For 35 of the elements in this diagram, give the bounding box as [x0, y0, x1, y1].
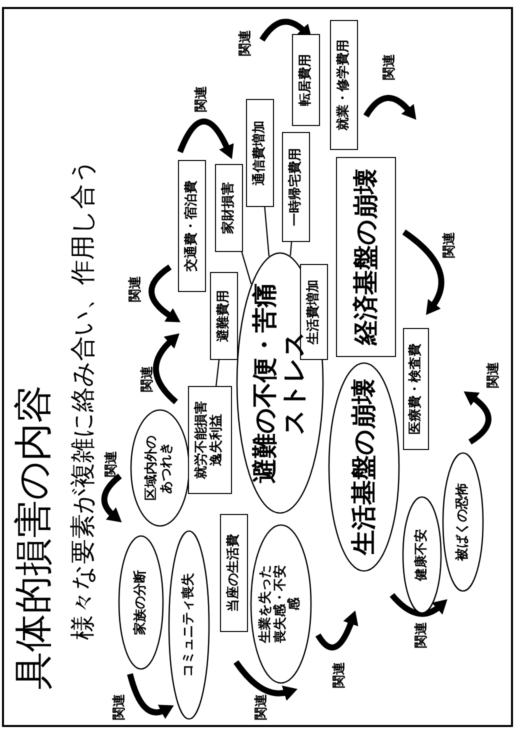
connector-line: [290, 242, 292, 256]
relation-label: 関連: [127, 276, 144, 302]
connector-line: [216, 360, 220, 386]
relation-label: 関連: [103, 451, 120, 477]
relation-label: 関連: [111, 694, 128, 720]
relation-label: 関連: [237, 30, 254, 56]
label-box: 通信費増加: [246, 99, 274, 207]
relation-label: 関連: [441, 232, 458, 258]
oval-bubble: 生業を失った喪失感・不安感: [250, 524, 312, 684]
relation-label: 関連: [485, 362, 502, 388]
title: 具体的損害の内容: [10, 385, 56, 690]
relation-label: 関連: [413, 622, 430, 648]
oval-bubble: 区域内外のあつれき: [130, 409, 190, 527]
label-box: 就業・修学費用: [330, 20, 358, 150]
label-box: 医療費・検査費: [403, 328, 429, 450]
connector-line: [264, 206, 270, 256]
oval-bubble: 被ばくの恐怖: [442, 452, 484, 592]
relation-label: 関連: [193, 86, 210, 112]
oval-bubble: 生活基盤の崩壊: [328, 362, 400, 572]
oval-bubble: コミュニティ喪失: [168, 530, 210, 720]
label-box: 転居費用: [292, 34, 320, 126]
oval-bubble: 健康不安: [402, 496, 442, 614]
label-box: 就労不能損害 逸失利益: [188, 386, 232, 494]
label-box: 一時帰宅費用: [282, 132, 310, 242]
subtitle: 様々な要素が複雑に絡み合い、作用し合う: [67, 158, 98, 640]
oval-bubble: 家族の分断: [118, 535, 164, 670]
relation-label: 関連: [331, 662, 348, 688]
relation-label: 関連: [381, 54, 398, 80]
label-box: 家財損害: [215, 164, 243, 252]
label-box: 避難費用: [210, 272, 238, 360]
relation-label: 関連: [253, 694, 270, 720]
label-box: 経済基盤の崩壊: [336, 157, 396, 357]
relation-label: 関連: [139, 366, 156, 392]
label-box: 交通費・宿泊費: [178, 160, 206, 292]
label-box: 当座の生活費: [220, 514, 248, 632]
